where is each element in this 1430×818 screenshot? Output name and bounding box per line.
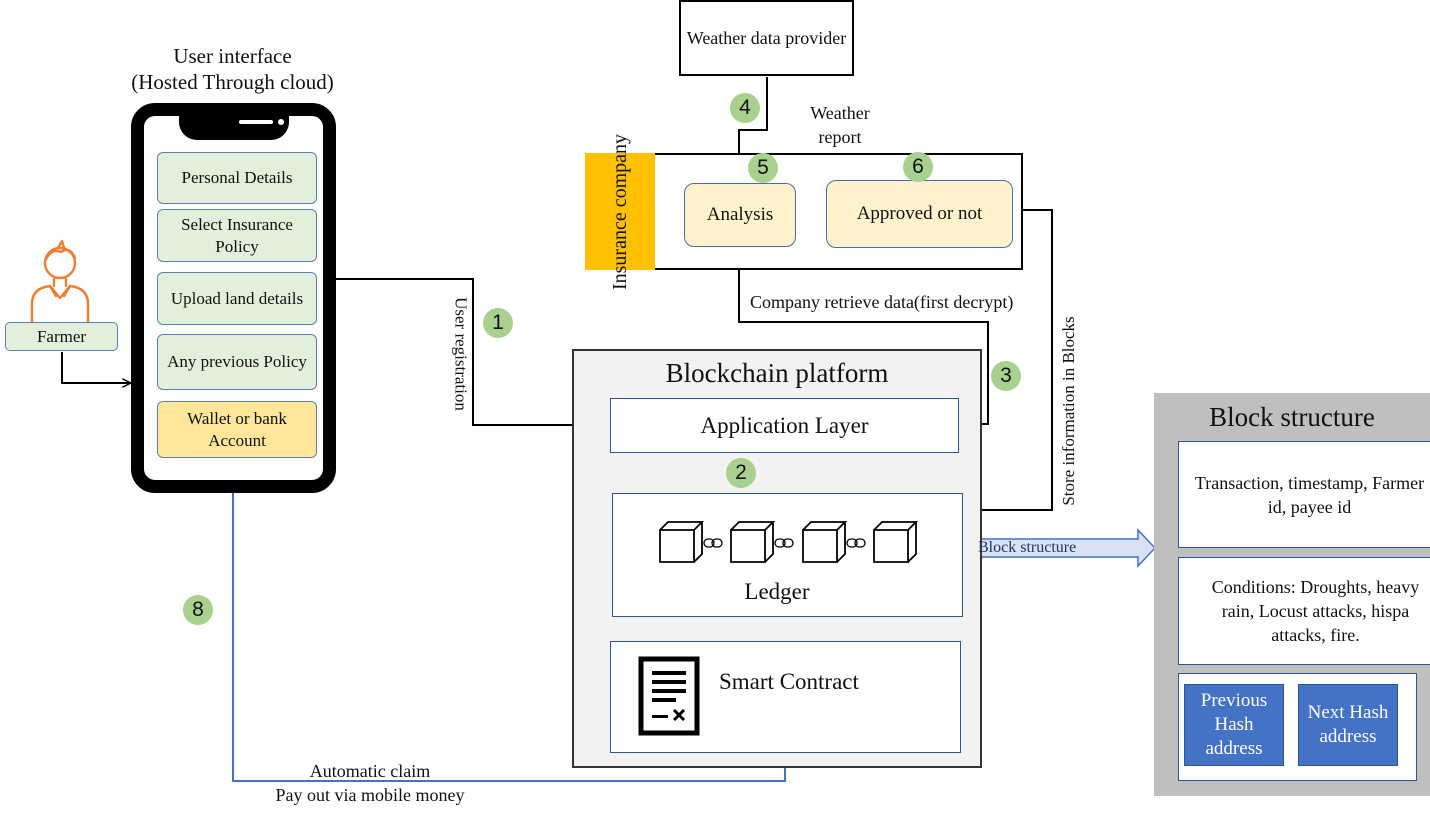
approved-or-not-box: Approved or not bbox=[826, 180, 1013, 248]
step-badge-5: 5 bbox=[748, 153, 778, 183]
insurance-company-label-wrap: Insurance company bbox=[585, 133, 655, 289]
field-select-insurance-policy[interactable]: Select Insurance Policy bbox=[157, 209, 317, 262]
next-hash-address: Next Hash address bbox=[1298, 684, 1398, 766]
blockchain-platform-title: Blockchain platform bbox=[665, 358, 889, 388]
weather-report-line2: report bbox=[818, 127, 862, 147]
insurance-company-bar bbox=[585, 153, 655, 270]
farmer-label: Farmer bbox=[5, 322, 118, 351]
pay-out-label: Pay out via mobile money bbox=[275, 785, 465, 805]
farmer-to-phone-arrow bbox=[61, 352, 130, 383]
block-structure-title: Block structure bbox=[1209, 402, 1375, 432]
analysis-box: Analysis bbox=[684, 183, 796, 247]
store-arrow bbox=[962, 209, 1053, 510]
smart-contract-label: Smart Contract bbox=[719, 669, 859, 694]
field-upload-land-details[interactable]: Upload land details bbox=[157, 272, 317, 325]
phone-notch bbox=[178, 110, 289, 140]
retrieve-data-label: Company retrieve data(first decrypt) bbox=[750, 292, 1014, 312]
contract-document-icon bbox=[638, 656, 700, 736]
block-structure-arrow-label: Block structure bbox=[978, 539, 1077, 556]
phone-speaker bbox=[238, 120, 273, 124]
ui-title-line2: (Hosted Through cloud) bbox=[131, 70, 334, 94]
store-information-label: Store information in Blocks bbox=[1059, 316, 1078, 506]
application-layer-box: Application Layer bbox=[610, 398, 959, 453]
insurance-company-label: Insurance company bbox=[609, 133, 632, 290]
block-conditions-box: Conditions: Droughts, heavy rain, Locust… bbox=[1178, 557, 1430, 665]
ui-title-line1: User interface bbox=[173, 44, 292, 68]
farmer-person-icon bbox=[30, 239, 90, 322]
blockchain-cubes-icon bbox=[659, 521, 917, 563]
field-wallet-or-bank-account[interactable]: Wallet or bank Account bbox=[157, 401, 317, 458]
user-registration-label: User registration bbox=[451, 297, 471, 411]
registration-arrow bbox=[336, 278, 609, 425]
step-badge-6: 6 bbox=[903, 152, 933, 182]
step-badge-1: 1 bbox=[483, 308, 513, 338]
ledger-label: Ledger bbox=[744, 579, 810, 604]
weather-data-provider: Weather data provider bbox=[679, 0, 854, 76]
block-fields-box: Transaction, timestamp, Farmer id, payee… bbox=[1178, 441, 1430, 548]
weather-report-line1: Weather bbox=[810, 103, 870, 123]
step-badge-3: 3 bbox=[991, 361, 1021, 391]
step-badge-2: 2 bbox=[726, 458, 756, 488]
automatic-claim-label: Automatic claim bbox=[309, 761, 431, 781]
previous-hash-address: Previous Hash address bbox=[1184, 684, 1284, 766]
field-personal-details[interactable]: Personal Details bbox=[157, 152, 317, 204]
field-any-previous-policy[interactable]: Any previous Policy bbox=[157, 334, 317, 390]
phone-camera-icon bbox=[277, 119, 284, 125]
step-badge-4: 4 bbox=[730, 93, 760, 123]
step-badge-8: 8 bbox=[183, 595, 213, 625]
